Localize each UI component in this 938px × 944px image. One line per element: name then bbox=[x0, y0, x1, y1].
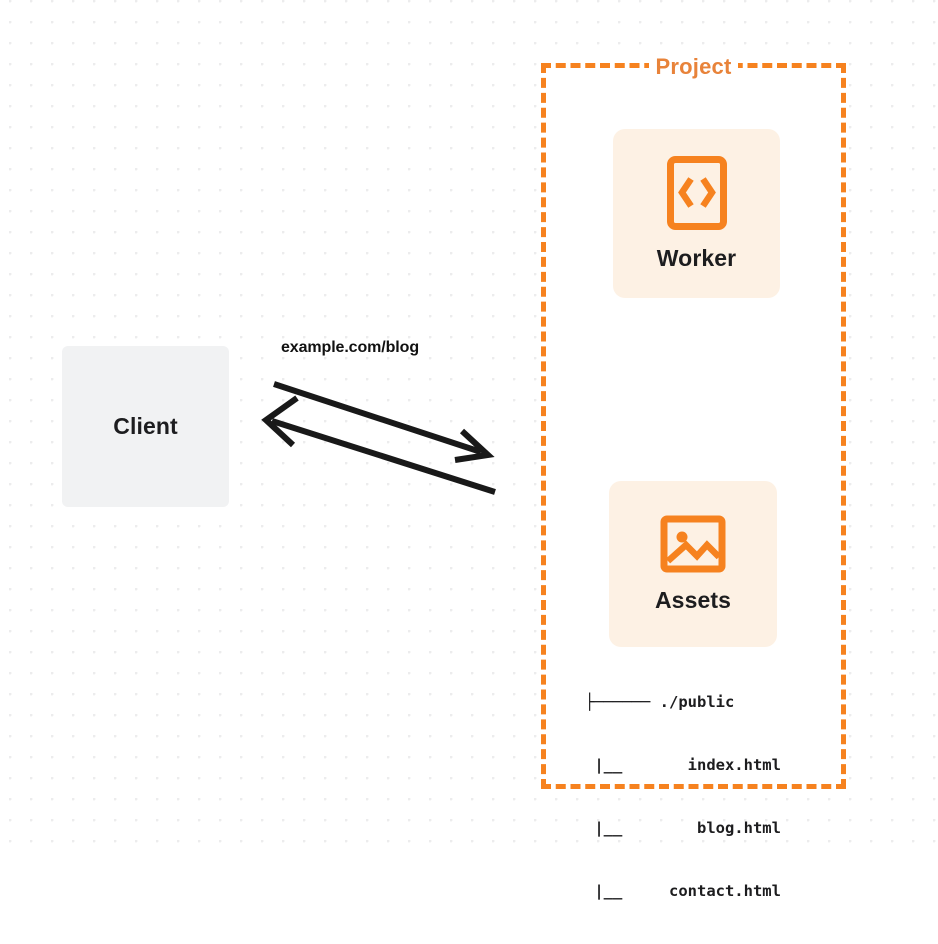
assets-node-label: Assets bbox=[654, 586, 732, 613]
image-icon bbox=[660, 515, 726, 572]
worker-node[interactable]: Worker bbox=[613, 129, 780, 298]
assets-node[interactable]: Assets bbox=[609, 481, 777, 647]
worker-node-label: Worker bbox=[656, 245, 737, 271]
connector-arrows bbox=[261, 381, 496, 495]
file-tree-line: |__ index.html bbox=[585, 756, 781, 774]
file-tree-line: ├────── ./public bbox=[585, 693, 735, 711]
code-brackets-icon bbox=[666, 156, 727, 230]
file-tree-line: |__ blog.html bbox=[585, 819, 781, 837]
client-node-label: Client bbox=[113, 413, 178, 439]
arrow-client-to-project bbox=[273, 381, 495, 463]
file-tree-line: |__ contact.html bbox=[585, 882, 781, 900]
assets-file-tree: ├────── ./public |__ index.html |__ blog… bbox=[585, 650, 781, 944]
project-title: Project bbox=[648, 54, 739, 80]
diagram-canvas: Client example.com/blog Project Worker bbox=[0, 0, 938, 900]
edge-label-request-url: example.com/blog bbox=[281, 339, 419, 356]
arrow-project-to-client bbox=[261, 395, 496, 495]
client-node[interactable]: Client bbox=[62, 346, 229, 507]
